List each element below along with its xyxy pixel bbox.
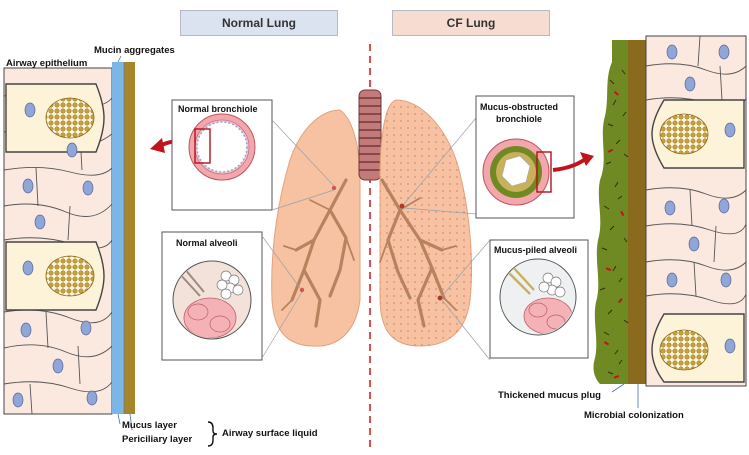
airway-surface-liquid-brace [207, 421, 218, 447]
mucus-obstructed-label-line1: Mucus-obstructed [480, 102, 559, 112]
normal-bronchiole-label: Normal bronchiole [178, 104, 258, 114]
bacteria-marks [599, 69, 629, 375]
normal-alveoli-label: Normal alveoli [176, 238, 238, 248]
thickened-mucus-plug-label: Thickened mucus plug [498, 390, 601, 401]
cf-lung-header: CF Lung [392, 10, 550, 36]
normal-lung [271, 109, 361, 347]
mucus-piled-alveoli-label: Mucus-piled alveoli [494, 245, 578, 255]
normal-airway-tissue [3, 62, 135, 415]
normal-lung-header: Normal Lung [180, 10, 338, 36]
airway-surface-liquid-label: Airway surface liquid [222, 428, 318, 439]
cf-lung [379, 99, 472, 347]
mucus-layer-label: Mucus layer [122, 420, 177, 431]
mucin-aggregates-label: Mucin aggregates [94, 45, 175, 56]
trachea [358, 89, 382, 181]
normal-alveoli-panel [161, 231, 263, 361]
normal-bronchiole-panel [171, 99, 273, 211]
microbial-colonization-label: Microbial colonization [584, 410, 684, 421]
periciliary-layer-label: Periciliary layer [122, 434, 193, 445]
cf-airway-tissue [593, 35, 747, 387]
mucus-obstructed-label-line2: bronchiole [496, 114, 543, 124]
arrow-to-cf-tissue [552, 158, 586, 172]
mucus-obstructed-bronchiole-panel [475, 95, 575, 219]
mucus-piled-alveoli-panel [489, 239, 589, 359]
airway-epithelium-label: Airway epithelium [6, 58, 88, 69]
